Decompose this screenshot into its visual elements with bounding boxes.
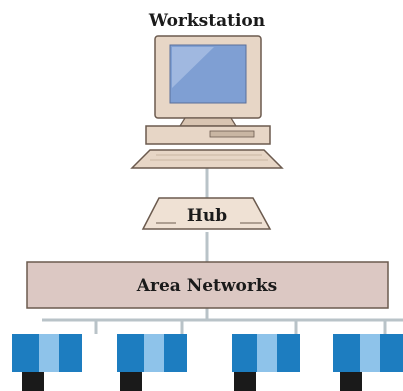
keyboard [130, 149, 284, 169]
area-networks-rect [26, 261, 389, 309]
screen-glare [172, 47, 214, 88]
drive-slot [209, 130, 255, 138]
device-4-panel [360, 334, 380, 372]
device-1-foot [22, 372, 44, 391]
hub-device: Hub [141, 197, 272, 230]
device-3 [232, 334, 300, 391]
device-4 [333, 334, 403, 391]
device-2-panel [144, 334, 164, 372]
connection-lines [42, 168, 403, 334]
device-4-foot [340, 372, 362, 391]
device-3-panel [257, 334, 277, 372]
device-1 [12, 334, 82, 391]
monitor-stand [178, 117, 238, 127]
workstation-computer [130, 35, 284, 169]
hub-shape [141, 197, 272, 230]
workstation-label: Workstation [148, 11, 265, 31]
device-1-panel [39, 334, 59, 372]
device-2 [117, 334, 187, 391]
area-networks-box: Area Networks [26, 261, 389, 309]
computer-base [145, 125, 271, 145]
area-networks-label: Area Networks [136, 276, 277, 296]
device-2-foot [120, 372, 142, 391]
hub-label: Hub [187, 206, 227, 226]
device-3-foot [234, 372, 256, 391]
